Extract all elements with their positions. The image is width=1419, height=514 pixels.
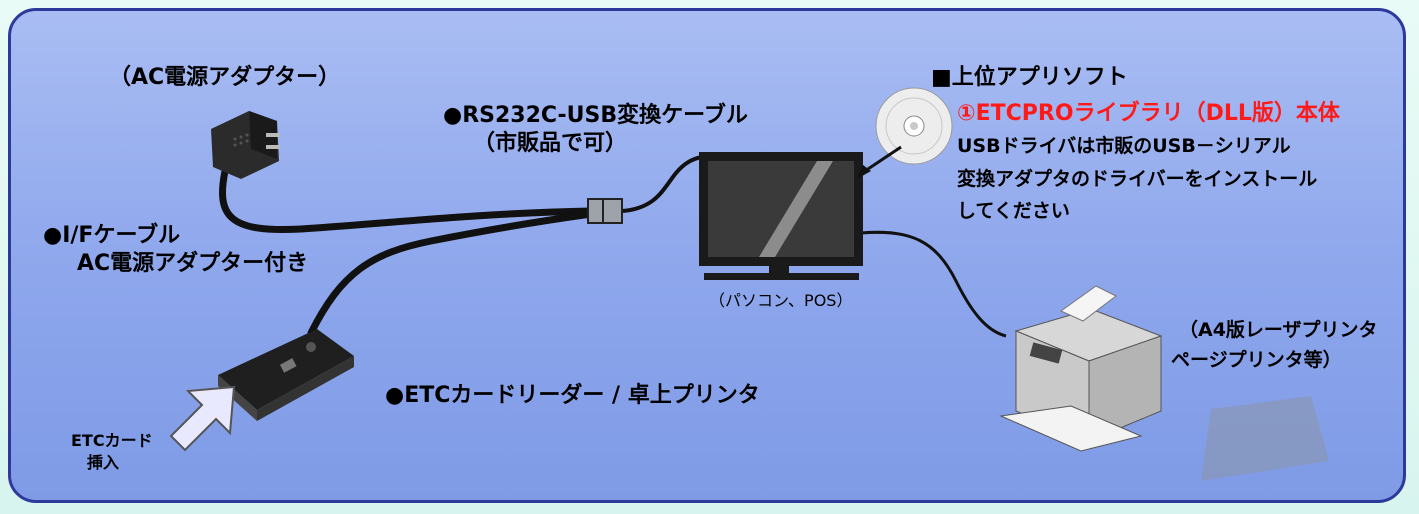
usb-driver-note-2: 変換アダプタのドライバーをインストール [957,168,1318,190]
adapter-cable [219,167,595,234]
laser-printer-icon [999,285,1329,481]
rs232-cable-label: ●RS232C-USB変換ケーブル [443,103,748,128]
power-adapter-icon [211,111,280,179]
usb-driver-note-3: してください [957,200,1070,222]
printer-cable [860,230,1007,338]
card-reader-label: ●ETCカードリーダー / 卓上プリンタ [385,383,760,408]
diagram-panel: （AC電源アダプター） ●RS232C-USB変換ケーブル （市販品で可） ●I… [8,8,1406,503]
cd-disc-icon [875,87,953,165]
pc-label: （パソコン、POS） [709,291,853,310]
insert-arrow-icon [169,385,236,452]
ac-adapter-label: （AC電源アダプター） [109,65,341,90]
rs232-cable-note: （市販品で可） [473,131,628,156]
app-software-header: ■上位アプリソフト [931,65,1128,90]
etcpro-library-label: ①ETCPROライブラリ（DLL版）本体 [957,101,1340,126]
monitor-icon [699,152,863,280]
if-cable-label: ●I/Fケーブル [43,223,181,248]
usb-cable [620,155,702,213]
reader-cable [307,210,595,337]
connection-diagram [169,87,1329,481]
usb-connector-icon [587,198,623,224]
if-cable-note: AC電源アダプター付き [77,251,309,276]
card-insert-label: ETCカード [71,431,153,450]
printer-label-1: （A4版レーザプリンタ [1179,319,1378,341]
printer-label-2: ページプリンタ等） [1171,349,1342,371]
card-insert-note: 挿入 [87,453,120,472]
card-reader-icon [218,329,354,421]
usb-driver-note-1: USBドライバは市販のUSB－シリアル [957,135,1291,157]
